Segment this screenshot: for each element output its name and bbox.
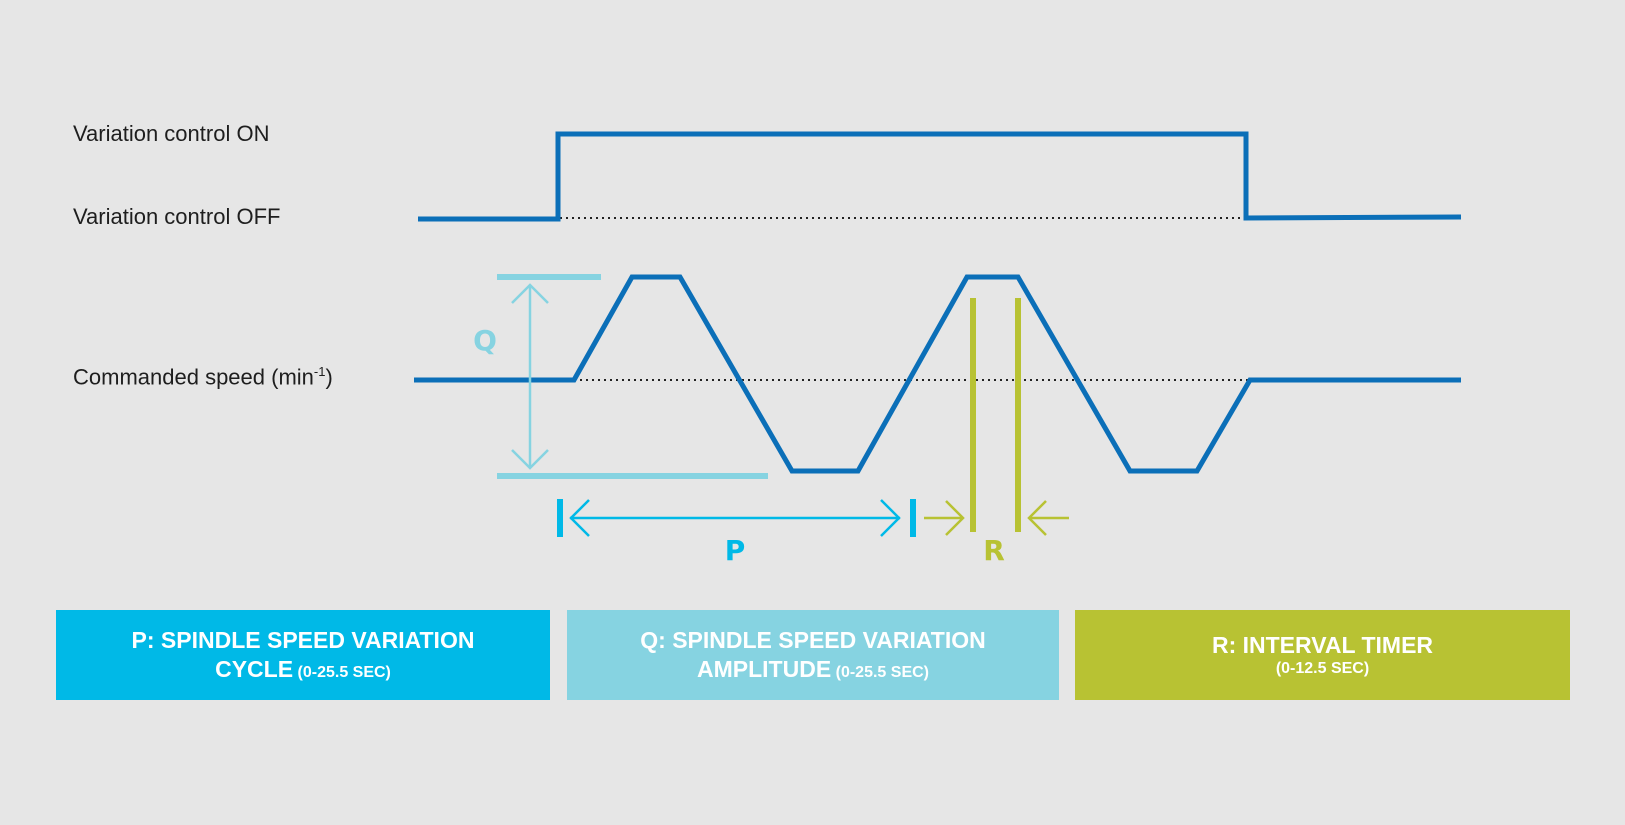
control-signal-line [418,131,1462,222]
p-marker-label: P [725,534,746,567]
q-marker-label: Q [473,324,497,357]
q-amplitude-marker [497,274,768,479]
r-legend-box: R: INTERVAL TIMER (0-12.5 SEC) [1075,610,1570,700]
q-legend-box: Q: SPINDLE SPEED VARIATION AMPLITUDE (0-… [567,610,1059,700]
p-cycle-marker [557,499,916,537]
speed-waveform-line [414,274,1461,474]
commanded-speed-text: Commanded speed (min [73,364,314,390]
p-box-line2: CYCLE (0-25.5 SEC) [215,655,391,684]
variation-on-label: Variation control ON [73,121,270,146]
q-box-range: (0-25.5 SEC) [835,664,929,681]
commanded-speed-close: ) [325,364,333,390]
q-box-line2: AMPLITUDE (0-25.5 SEC) [697,655,929,684]
timing-diagram: Q P R [414,131,1462,567]
r-interval-marker [924,298,1069,536]
p-box-title: P: SPINDLE SPEED VARIATION [131,627,475,654]
p-box-range: (0-25.5 SEC) [297,664,391,681]
r-box-title: R: INTERVAL TIMER [1211,631,1434,658]
q-box-title-line2: AMPLITUDE [697,656,832,682]
q-box-title: Q: SPINDLE SPEED VARIATION [640,627,986,654]
variation-off-label: Variation control OFF [73,204,281,229]
p-legend-box: P: SPINDLE SPEED VARIATION CYCLE (0-25.5… [56,610,550,700]
r-marker-label: R [983,534,1005,567]
r-box-range: (0-12.5 SEC) [1275,660,1370,678]
commanded-speed-label: Commanded speed (min-1) [73,364,333,390]
commanded-speed-unit-exponent: -1 [313,364,326,379]
p-box-title-line2: CYCLE [215,656,294,682]
